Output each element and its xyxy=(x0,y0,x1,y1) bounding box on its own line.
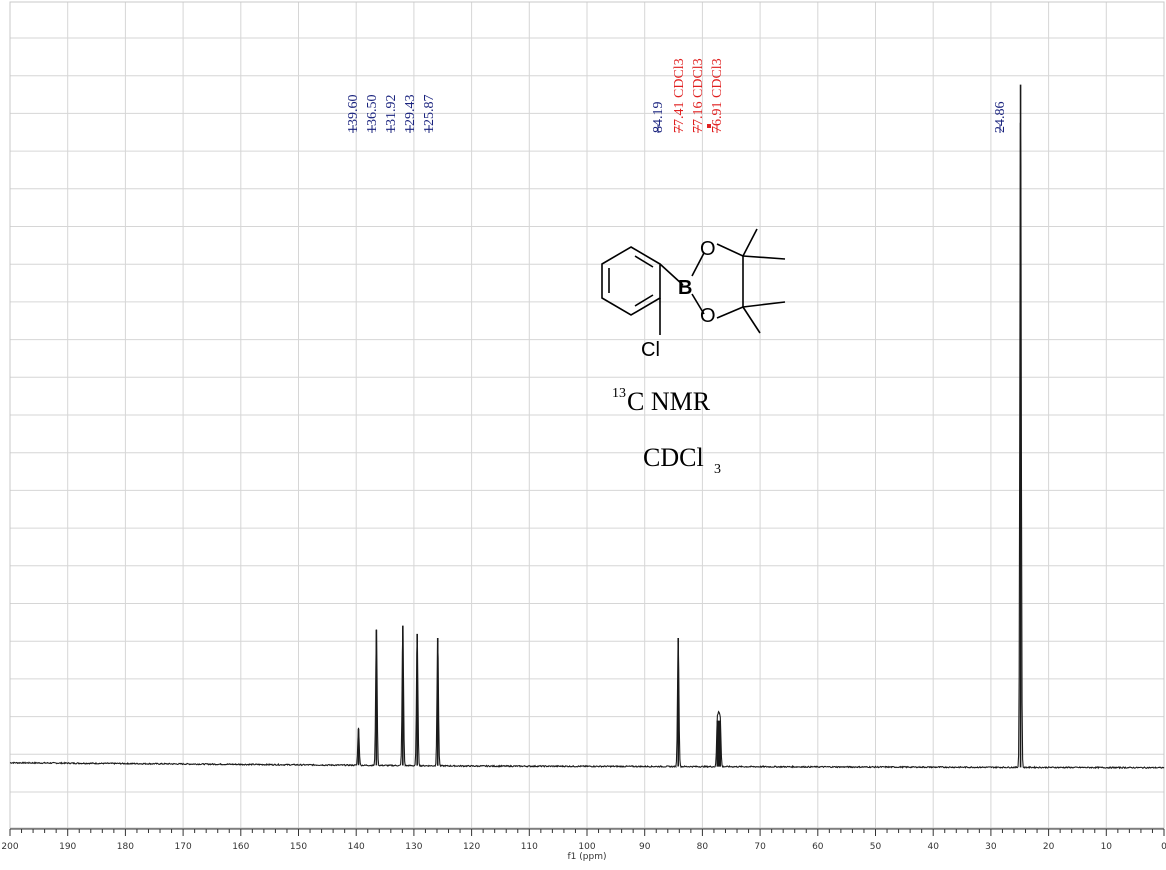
peak-label: 24.86 xyxy=(993,102,1008,134)
atom-chlorine: Cl xyxy=(641,339,660,361)
methyl-3 xyxy=(742,301,786,308)
x-tick-label: 160 xyxy=(232,842,249,852)
ring-double-bond-3 xyxy=(634,294,654,307)
x-tick-label: 110 xyxy=(521,842,538,852)
x-axis-title: f1 (ppm) xyxy=(568,852,607,862)
x-tick-label: 180 xyxy=(117,842,134,852)
atom-oxygen-bottom: O xyxy=(700,305,716,327)
nucleus-superscript: 13 xyxy=(612,386,626,401)
solvent-marker xyxy=(707,124,711,128)
peak-label: 77.16 CDCl3 xyxy=(691,58,706,133)
plot-frame xyxy=(9,1,1165,829)
peak-label: 76.91 CDCl3 xyxy=(710,58,725,133)
x-tick-label: 40 xyxy=(927,842,939,852)
x-tick-label: 150 xyxy=(290,842,307,852)
x-tick-label: 100 xyxy=(578,842,595,852)
ring-double-bond-1 xyxy=(634,255,654,268)
x-tick-label: 20 xyxy=(1043,842,1055,852)
solvent-label: CDCl xyxy=(643,443,704,472)
nucleus-label: C NMR xyxy=(627,387,711,416)
x-tick-label: 60 xyxy=(812,842,824,852)
grid-lines xyxy=(9,1,1165,829)
atom-boron: B xyxy=(678,277,692,299)
atom-oxygen-top: O xyxy=(700,238,716,260)
chemical-structure xyxy=(601,228,786,335)
peak-label: 84.19 xyxy=(651,102,666,134)
x-tick-label: 200 xyxy=(1,842,18,852)
peak-label: 139.60 xyxy=(346,95,361,134)
peak-label: 136.50 xyxy=(365,95,380,134)
x-tick-label: 10 xyxy=(1101,842,1113,852)
x-tick-label: 120 xyxy=(463,842,480,852)
bond-oxygen-carbon-bottom xyxy=(716,306,744,319)
methyl-1 xyxy=(742,228,758,257)
peak-label: 125.87 xyxy=(422,95,437,134)
methyl-2 xyxy=(742,255,786,260)
peak-label: 129.43 xyxy=(403,95,418,134)
x-tick-label: 130 xyxy=(405,842,422,852)
peak-labels: 139.60 136.50 131.92 129.43 125.87 84.19 77.41… xyxy=(346,58,1008,133)
methyl-4 xyxy=(742,306,761,334)
x-tick-label: 50 xyxy=(870,842,882,852)
bond-ring-boron xyxy=(659,263,684,286)
peak-label: 131.92 xyxy=(384,95,399,134)
bond-boron-oxygen-bottom xyxy=(691,293,705,315)
spectrum-trace xyxy=(9,84,1165,770)
x-tick-label: 80 xyxy=(697,842,709,852)
x-tick-label: 190 xyxy=(59,842,76,852)
x-tick-label: 90 xyxy=(639,842,651,852)
x-tick-label: 70 xyxy=(754,842,766,852)
bond-boron-oxygen-top xyxy=(691,252,705,277)
x-tick-label: 0 xyxy=(1161,842,1166,852)
x-tick-label: 170 xyxy=(175,842,192,852)
spectrum-line xyxy=(9,122,1165,770)
bond-oxygen-carbon-top xyxy=(716,243,744,257)
x-tick-label: 140 xyxy=(348,842,365,852)
peak-label: 77.41 CDCl3 xyxy=(672,58,687,133)
solvent-subscript: 3 xyxy=(714,462,721,477)
x-tick-label: 30 xyxy=(985,842,997,852)
